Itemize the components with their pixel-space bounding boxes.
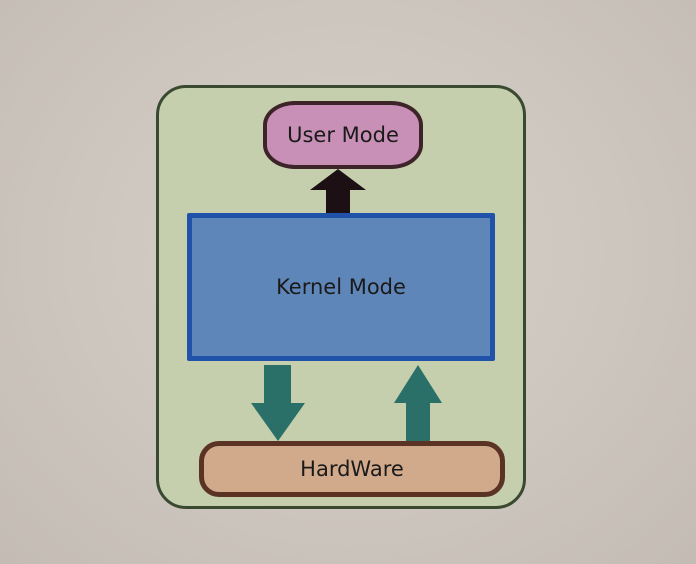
kernel-mode-node: Kernel Mode [187,213,495,361]
hardware-node: HardWare [199,441,505,497]
arrow-hardware-to-kernel [394,365,442,441]
arrow-kernel-to-user [310,169,366,213]
user-mode-node: User Mode [263,101,423,169]
arrow-kernel-to-hardware [251,365,305,441]
user-mode-label: User Mode [287,123,399,147]
hardware-label: HardWare [300,457,404,481]
kernel-mode-label: Kernel Mode [276,275,406,299]
